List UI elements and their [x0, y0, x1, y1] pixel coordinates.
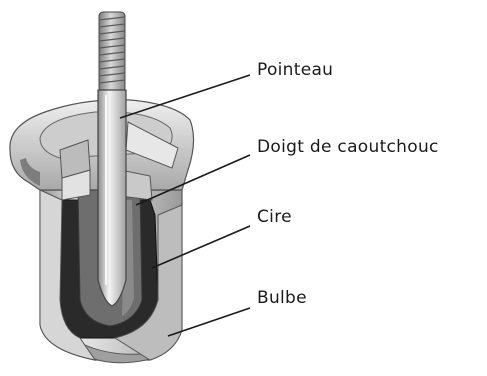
label-cire: Cire: [257, 209, 292, 226]
pointeau-needle: [98, 90, 126, 306]
needle-thread: [99, 12, 125, 92]
label-doigt-de-caoutchouc: Doigt de caoutchouc: [257, 139, 439, 156]
label-bulbe: Bulbe: [257, 290, 307, 307]
leader-line-pointeau: [120, 75, 250, 118]
label-pointeau: Pointeau: [257, 62, 333, 79]
